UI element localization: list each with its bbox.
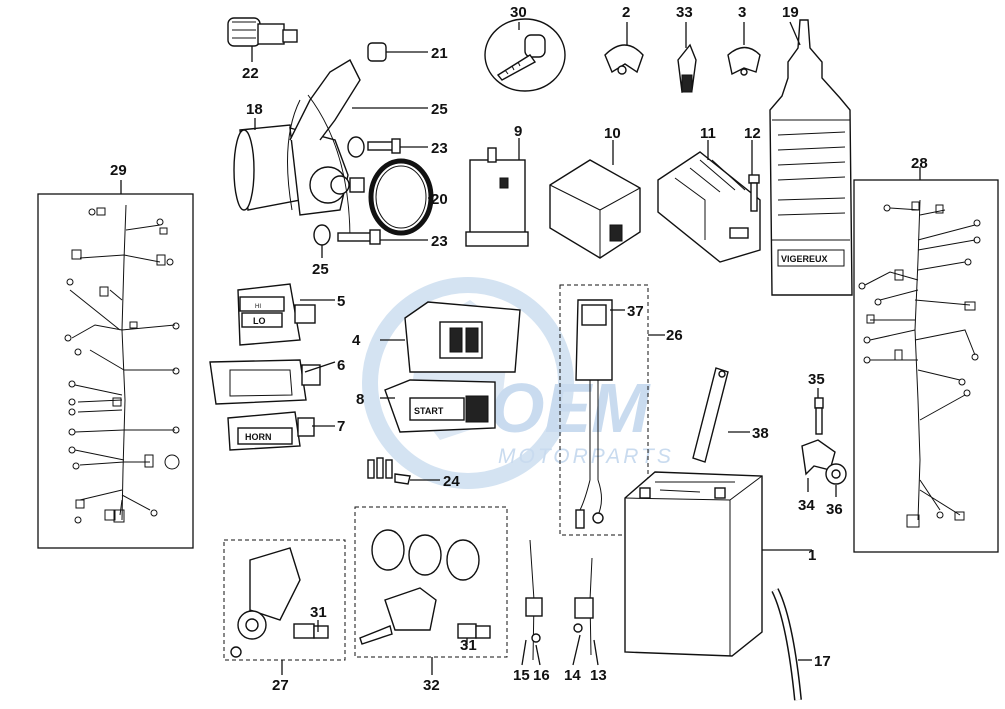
watermark-tagline: MOTORPARTS (498, 445, 674, 468)
light-switch (209, 359, 321, 405)
label-7: 7 (337, 418, 345, 435)
oil-bottle: VIGEREUX (769, 19, 853, 296)
label-6: 6 (337, 357, 345, 374)
dimmer-lo-label: LO (253, 316, 266, 326)
cable-clip-33 (677, 43, 697, 93)
voltage-regulator-9 (465, 147, 529, 247)
o-ring (368, 158, 434, 236)
label-17: 17 (814, 653, 831, 670)
label-37: 37 (627, 303, 644, 320)
label-16: 16 (533, 667, 550, 684)
label-21: 21 (431, 45, 448, 62)
label-11: 11 (700, 125, 716, 142)
terminals (367, 457, 411, 485)
cable-clip-2 (604, 44, 644, 75)
label-15: 15 (513, 667, 530, 684)
bolt-35 (814, 397, 824, 435)
label-2: 2 (622, 4, 630, 21)
wire-14-13 (573, 557, 594, 656)
label-30: 30 (510, 4, 527, 21)
key-part (484, 18, 566, 92)
label-25-upper: 25 (431, 101, 448, 118)
label-9: 9 (514, 123, 522, 140)
lock-set-32 (354, 506, 508, 658)
label-19: 19 (782, 4, 799, 21)
wiring-group-26 (559, 284, 649, 536)
vent-hose (771, 588, 802, 701)
cable-clip-3 (727, 46, 761, 76)
battery (624, 471, 763, 657)
label-5: 5 (337, 293, 345, 310)
label-1: 1 (808, 547, 816, 564)
label-23-lower: 23 (431, 233, 448, 250)
switch-housing-4 (404, 301, 521, 373)
label-12: 12 (744, 125, 761, 142)
start-label: START (414, 406, 444, 416)
label-10: 10 (604, 125, 621, 142)
label-32: 32 (423, 677, 440, 694)
cable-clamp (367, 42, 387, 62)
ignition-group-27 (223, 539, 346, 661)
label-24: 24 (443, 473, 460, 490)
label-3: 3 (738, 4, 746, 21)
label-26: 26 (666, 327, 683, 344)
label-4: 4 (352, 332, 361, 349)
wiring-harness-left (37, 180, 194, 549)
label-34: 34 (798, 497, 815, 514)
label-22: 22 (242, 65, 259, 82)
label-27: 27 (272, 677, 289, 694)
bolt-upper (347, 136, 401, 158)
bottle-brand: VIGEREUX (781, 254, 828, 264)
label-18: 18 (246, 101, 263, 118)
nut-36 (825, 463, 847, 485)
label-25-lower: 25 (312, 261, 329, 278)
label-35: 35 (808, 371, 825, 388)
dimmer-hi-label: HI (255, 304, 261, 310)
label-36: 36 (826, 501, 843, 518)
label-29: 29 (110, 162, 127, 179)
label-31-left: 31 (310, 604, 327, 621)
label-20: 20 (431, 191, 448, 208)
regulator-11 (657, 151, 761, 263)
label-23-upper: 23 (431, 140, 448, 157)
starter-relay (227, 17, 298, 47)
battery-strap (692, 367, 729, 463)
label-33: 33 (676, 4, 693, 21)
label-28: 28 (911, 155, 928, 172)
wiring-harness-right (853, 167, 999, 553)
label-14: 14 (564, 667, 581, 684)
watermark-brand: OEM (490, 369, 651, 447)
label-38: 38 (752, 425, 769, 442)
part-numbers: 1 2 3 4 5 6 7 8 9 10 11 12 13 14 15 16 1… (110, 4, 928, 694)
start-switch: START (384, 379, 496, 433)
label-8: 8 (356, 391, 364, 408)
relay-10 (549, 159, 641, 259)
horn-label: HORN (245, 432, 272, 442)
screw-12 (748, 174, 760, 212)
leader-lines (251, 21, 837, 675)
label-31-right: 31 (460, 637, 477, 654)
bolt-lower (313, 224, 381, 246)
label-13: 13 (590, 667, 607, 684)
dimmer-switch: HI LO (237, 283, 316, 346)
wire-15-16 (525, 539, 543, 661)
starter-motor (233, 59, 365, 241)
horn-switch: HORN (227, 411, 315, 451)
